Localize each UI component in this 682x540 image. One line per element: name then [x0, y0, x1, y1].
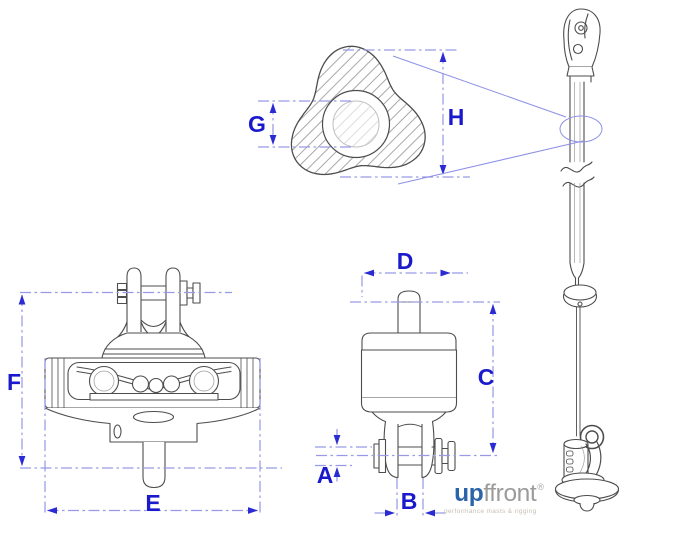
dim-label-d: D	[396, 248, 414, 274]
logo-tagline: performance masts & rigging	[444, 507, 537, 515]
knob-section-detail-view	[290, 45, 426, 176]
dimension-annotations	[18, 49, 603, 518]
dim-label-f: F	[6, 369, 22, 395]
knob-bore-inner	[332, 100, 380, 148]
dim-label-a: A	[316, 462, 334, 488]
dim-label-g: G	[248, 111, 266, 137]
dim-label-e: E	[145, 490, 161, 516]
detail-leader-bottom	[397, 140, 584, 185]
dim-label-h: H	[447, 104, 465, 130]
dim-label-c: C	[477, 364, 495, 390]
logo-wordmark: up ffront ®	[454, 480, 544, 507]
logo-text-ffront: ffront	[483, 480, 537, 507]
dim-label-b: B	[400, 488, 418, 514]
furler-front-view	[44, 267, 261, 489]
detail-leader-top	[392, 55, 567, 118]
upffront-logo: up ffront ® performance masts & rigging	[444, 480, 544, 515]
swivel-side-view	[360, 290, 458, 479]
detail-callout-ellipse	[559, 115, 603, 143]
registered-trademark: ®	[537, 482, 544, 492]
logo-text-up: up	[454, 480, 484, 507]
rod-assembly-view	[554, 8, 620, 512]
